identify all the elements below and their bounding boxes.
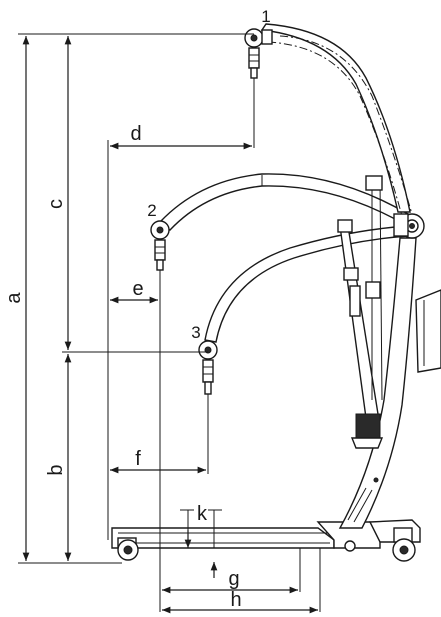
position-2-label: 2: [147, 201, 156, 220]
position-1-label: 1: [261, 7, 270, 26]
rear-caster-wheel: [392, 527, 416, 562]
label-c: c: [45, 199, 67, 209]
lifting-actuator: [337, 175, 384, 449]
label-g: g: [228, 568, 239, 590]
mid-wheel: [344, 540, 356, 552]
battery-box: [415, 289, 441, 373]
label-b: b: [45, 464, 67, 475]
upper-boom: [260, 23, 413, 217]
label-a: a: [3, 292, 25, 304]
label-h: h: [230, 589, 241, 611]
label-f: f: [135, 448, 141, 470]
dimension-lines: [18, 33, 321, 614]
position-labels: 1 2 3: [147, 7, 270, 342]
label-d: d: [130, 123, 141, 145]
label-e: e: [132, 278, 143, 300]
hook-position-1: [244, 28, 273, 88]
hook-position-3: [198, 340, 218, 422]
front-caster-wheel: [117, 537, 139, 561]
lift-frame: [111, 23, 441, 562]
base-leg: [111, 519, 421, 549]
label-k: k: [197, 503, 208, 525]
hook-position-2: [150, 220, 170, 280]
boom-pivot: [393, 213, 425, 239]
dimension-labels: a c b d e f k g h: [3, 123, 242, 611]
position-3-label: 3: [191, 323, 200, 342]
